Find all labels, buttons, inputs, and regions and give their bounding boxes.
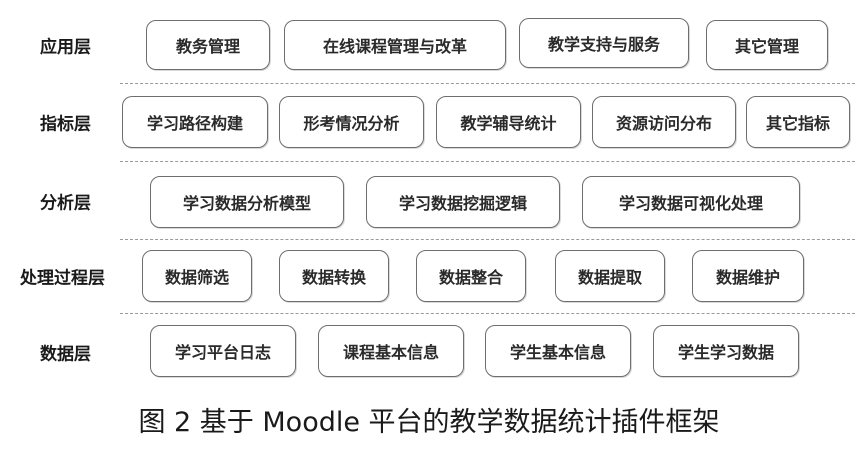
box-student-learning-data: 学生学习数据 <box>653 325 799 377</box>
box-data-integration: 数据整合 <box>416 250 526 302</box>
box-tutoring-statistics: 教学辅导统计 <box>436 96 581 148</box>
box-data-maintenance: 数据维护 <box>692 250 804 302</box>
layer-label-analysis: 分析层 <box>40 193 91 214</box>
box-other-management: 其它管理 <box>706 20 828 70</box>
box-teaching-support: 教学支持与服务 <box>519 18 689 68</box>
box-online-course-management: 在线课程管理与改革 <box>284 20 506 70</box>
box-analysis-model: 学习数据分析模型 <box>150 176 344 228</box>
box-resource-access: 资源访问分布 <box>592 96 736 148</box>
layer-label-data: 数据层 <box>40 344 91 365</box>
box-course-info: 课程基本信息 <box>318 325 464 377</box>
box-academic-affairs: 教务管理 <box>146 20 270 70</box>
box-learning-path: 学习路径构建 <box>122 96 268 148</box>
figure-caption: 图 2 基于 Moodle 平台的教学数据统计插件框架 <box>138 407 720 438</box>
box-data-filtering: 数据筛选 <box>142 250 252 302</box>
box-student-info: 学生基本信息 <box>485 325 631 377</box>
layer-divider-2 <box>120 161 855 162</box>
layer-divider-1 <box>120 83 855 84</box>
box-platform-logs: 学习平台日志 <box>150 325 296 377</box>
layer-label-application: 应用层 <box>40 37 91 58</box>
box-data-extraction: 数据提取 <box>555 250 665 302</box>
layer-divider-4 <box>120 313 855 314</box>
box-visualization-processing: 学习数据可视化处理 <box>582 176 800 228</box>
box-mining-logic: 学习数据挖掘逻辑 <box>366 176 560 228</box>
layer-divider-3 <box>120 239 855 240</box>
layer-label-indicator: 指标层 <box>40 114 91 135</box>
box-formative-assessment: 形考情况分析 <box>279 96 424 148</box>
layer-label-processing: 处理过程层 <box>20 268 105 289</box>
box-data-conversion: 数据转换 <box>279 250 389 302</box>
box-other-indicators: 其它指标 <box>746 96 850 148</box>
